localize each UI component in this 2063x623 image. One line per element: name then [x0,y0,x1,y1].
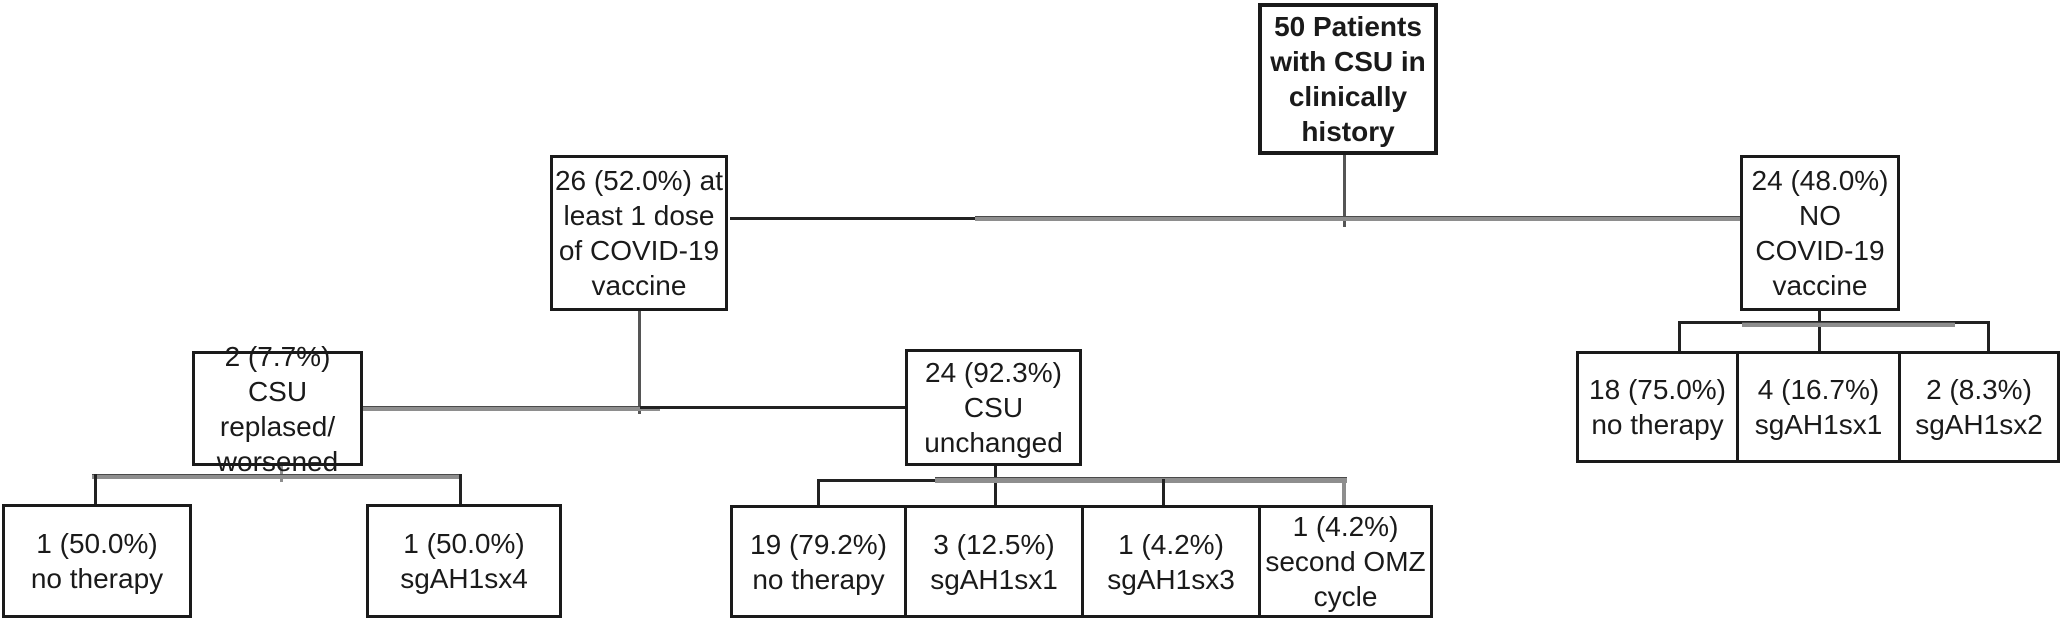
node-label: 19 (79.2%) no therapy [750,528,887,595]
connector-level2-bar-gray [363,406,660,411]
node-label: 26 (52.0%) at least 1 dose of COVID-19 v… [554,165,724,301]
node-no-vaccine: 24 (48.0%) NO COVID-19 vaccine [1740,155,1900,311]
node-csu-unchanged: 24 (92.3%) CSU unchanged [905,349,1082,466]
node-worsened-no-therapy: 1 (50.0%) no therapy [2,504,192,618]
node-novaccine-no-therapy: 18 (75.0%) no therapy [1576,351,1739,463]
node-csu-relapsed-worsened: 2 (7.7%) CSU replased/ worsened [192,341,363,477]
connector-novaccine-bar-gray [1742,322,1955,327]
node-novaccine-sgah1sx1: 4 (16.7%) sgAH1sx1 [1736,351,1901,463]
node-50-patients: 50 Patients with CSU in clinically histo… [1258,3,1438,155]
connector-unchanged-drop-3 [1162,479,1165,506]
node-label: 50 Patients with CSU in clinically histo… [1270,11,1426,147]
node-label: 18 (75.0%) no therapy [1589,374,1726,440]
connector-root-stem [1343,155,1346,227]
connector-unchanged-drop-4 [1342,480,1346,506]
connector-unchanged-stem [994,466,997,506]
node-label: 1 (4.2%) second OMZ cycle [1265,511,1426,612]
node-label: 3 (12.5%) sgAH1sx1 [930,528,1058,595]
node-label: 2 (7.7%) CSU replased/ worsened [216,340,339,477]
connector-novaccine-stem [1818,311,1821,352]
node-label: 2 (8.3%) sgAH1sx2 [1915,374,2043,440]
connector-level2-bar-black [640,406,905,409]
connector-worsened-drop-right [459,474,462,506]
node-novaccine-sgah1sx2: 2 (8.3%) sgAH1sx2 [1898,351,2060,463]
node-label: 24 (92.3%) CSU unchanged [924,357,1063,458]
connector-level1-bar-gray [975,216,1740,221]
connector-worsened-bar [92,474,462,479]
node-vaccinated: 26 (52.0%) at least 1 dose of COVID-19 v… [550,155,728,311]
node-worsened-sgah1sx4: 1 (50.0%) sgAH1sx4 [366,504,562,618]
connector-level1-bar-black [730,217,982,220]
connector-worsened-drop-left [94,474,97,506]
node-label: 1 (50.0%) no therapy [30,528,164,594]
node-label: 24 (48.0%) NO COVID-19 vaccine [1751,165,1889,301]
connector-unchanged-drop-1 [817,479,820,506]
node-label: 1 (4.2%) sgAH1sx3 [1107,528,1235,595]
connector-vaccinated-stem [638,311,641,414]
node-unchanged-no-therapy: 19 (79.2%) no therapy [730,505,907,618]
connector-novaccine-drop-left [1678,321,1681,352]
node-unchanged-second-omz: 1 (4.2%) second OMZ cycle [1258,505,1433,618]
connector-novaccine-drop-right [1987,321,1990,352]
node-label: 1 (50.0%) sgAH1sx4 [400,528,528,594]
node-unchanged-sgah1sx1: 3 (12.5%) sgAH1sx1 [904,505,1084,618]
node-label: 4 (16.7%) sgAH1sx1 [1754,374,1883,440]
node-unchanged-sgah1sx3: 1 (4.2%) sgAH1sx3 [1081,505,1261,618]
connector-unchanged-bar-gray [935,477,1347,483]
